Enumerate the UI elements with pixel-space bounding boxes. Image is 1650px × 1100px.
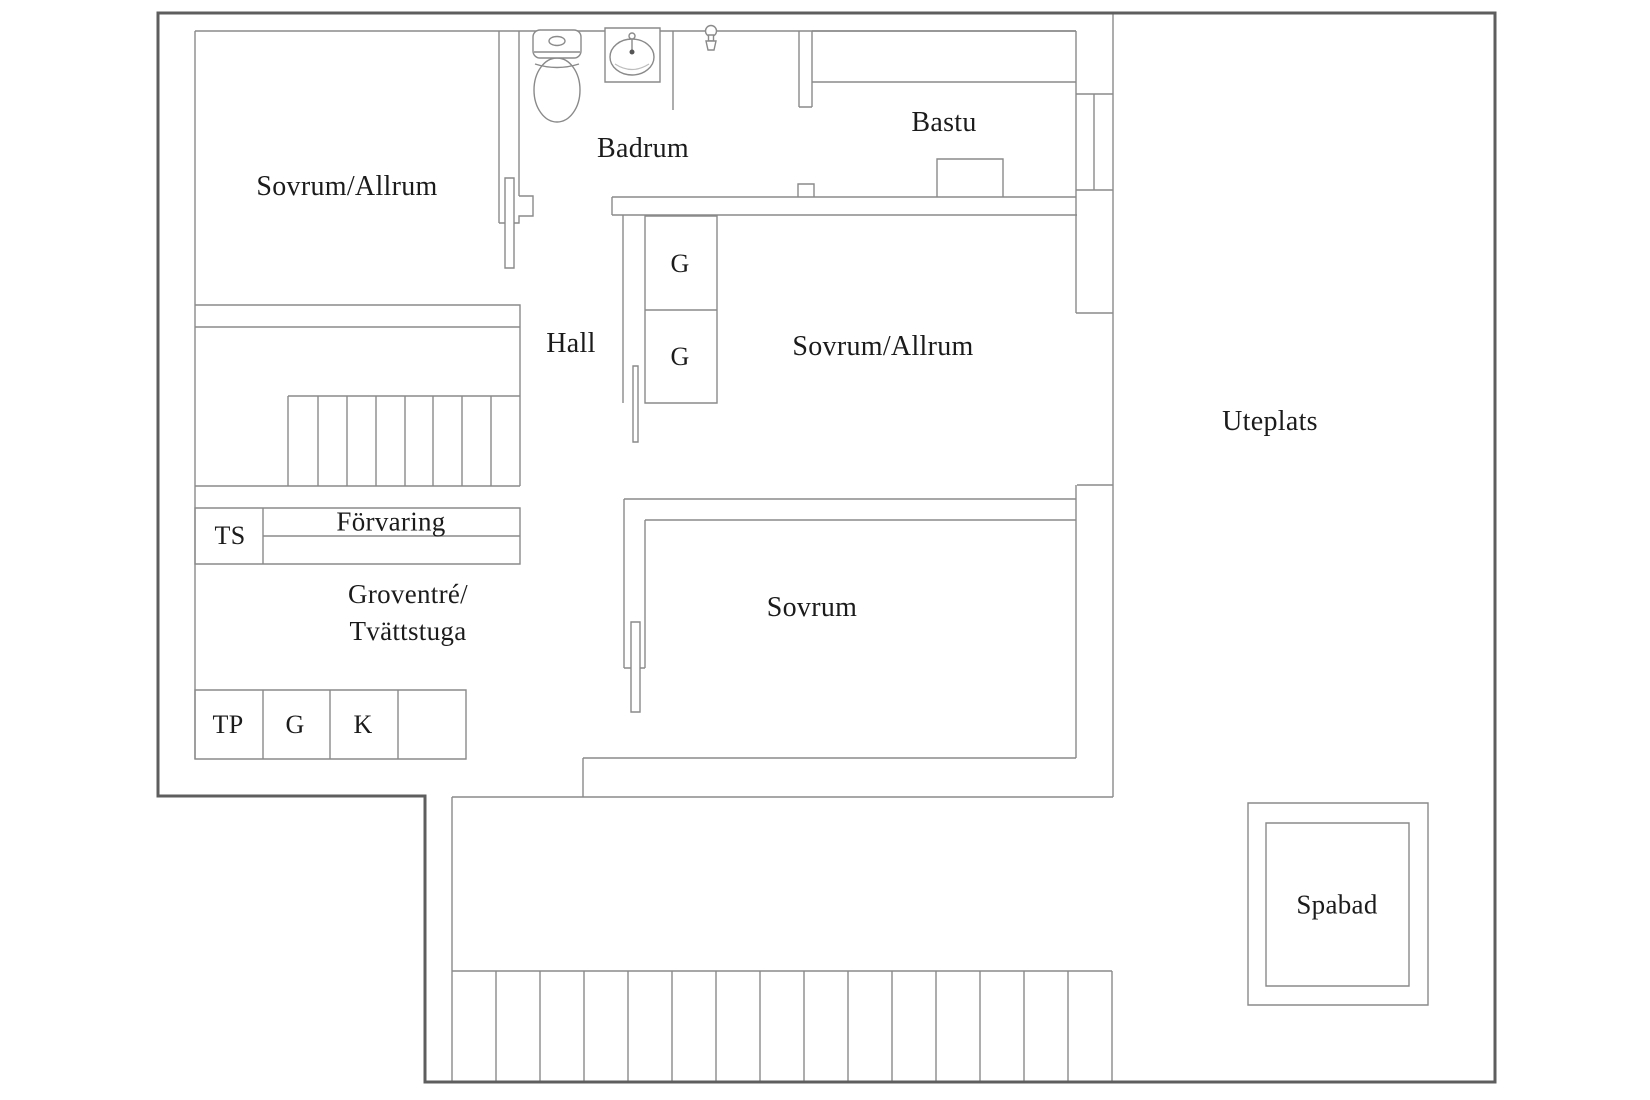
door-stop-notch: [499, 196, 533, 223]
door-leaf-room1: [505, 178, 514, 268]
room-label-hall: Hall: [546, 328, 596, 359]
room-label-ts: TS: [214, 521, 246, 550]
storage-block: [195, 508, 520, 564]
door-leaf-sovrum: [631, 622, 640, 712]
room-label-groventre-tvattstuga: Groventré/ Tvättstuga: [348, 576, 468, 650]
room-label-spabad: Spabad: [1296, 889, 1378, 920]
closet-label-g-lower: G: [670, 342, 690, 371]
room-label-forvaring: Förvaring: [336, 506, 446, 537]
closet-label-g-upper: G: [670, 249, 690, 278]
deck-boards: [452, 971, 1112, 1082]
room-label-bastu: Bastu: [911, 107, 977, 138]
room-label-k: K: [353, 710, 373, 739]
room-label-groventre-line1: Groventré/: [348, 579, 468, 609]
shower-head-icon: [706, 26, 717, 51]
window-bastu-icon: [1076, 94, 1113, 190]
outer-boundary: [158, 13, 1495, 1082]
room-label-sovrum: Sovrum: [766, 592, 858, 623]
sauna-heater-icon: [937, 159, 1003, 197]
wardrobe-icon: [645, 216, 717, 403]
room-label-sovrum-allrum-top: Sovrum/Allrum: [256, 171, 438, 202]
utility-block: [195, 690, 466, 759]
room-label-sovrum-allrum-mid: Sovrum/Allrum: [792, 331, 974, 362]
room-label-uteplats: Uteplats: [1222, 406, 1318, 437]
room-label-badrum: Badrum: [596, 133, 690, 164]
walls: [195, 13, 1113, 1082]
room-label-g-bottom: G: [285, 710, 305, 739]
wall-band-notch: [798, 184, 814, 197]
wall-bastu-stub: [799, 31, 812, 107]
toilet-icon: [533, 30, 581, 122]
door-leaf-hall: [633, 366, 638, 442]
stairs-icon: [288, 396, 520, 486]
spa-tub-icon: [1248, 803, 1428, 1005]
room-label-groventre-line2: Tvättstuga: [349, 616, 467, 646]
wall-hall-west-band: [195, 305, 520, 486]
room-label-tp: TP: [212, 710, 244, 739]
sink-icon: [605, 28, 660, 82]
